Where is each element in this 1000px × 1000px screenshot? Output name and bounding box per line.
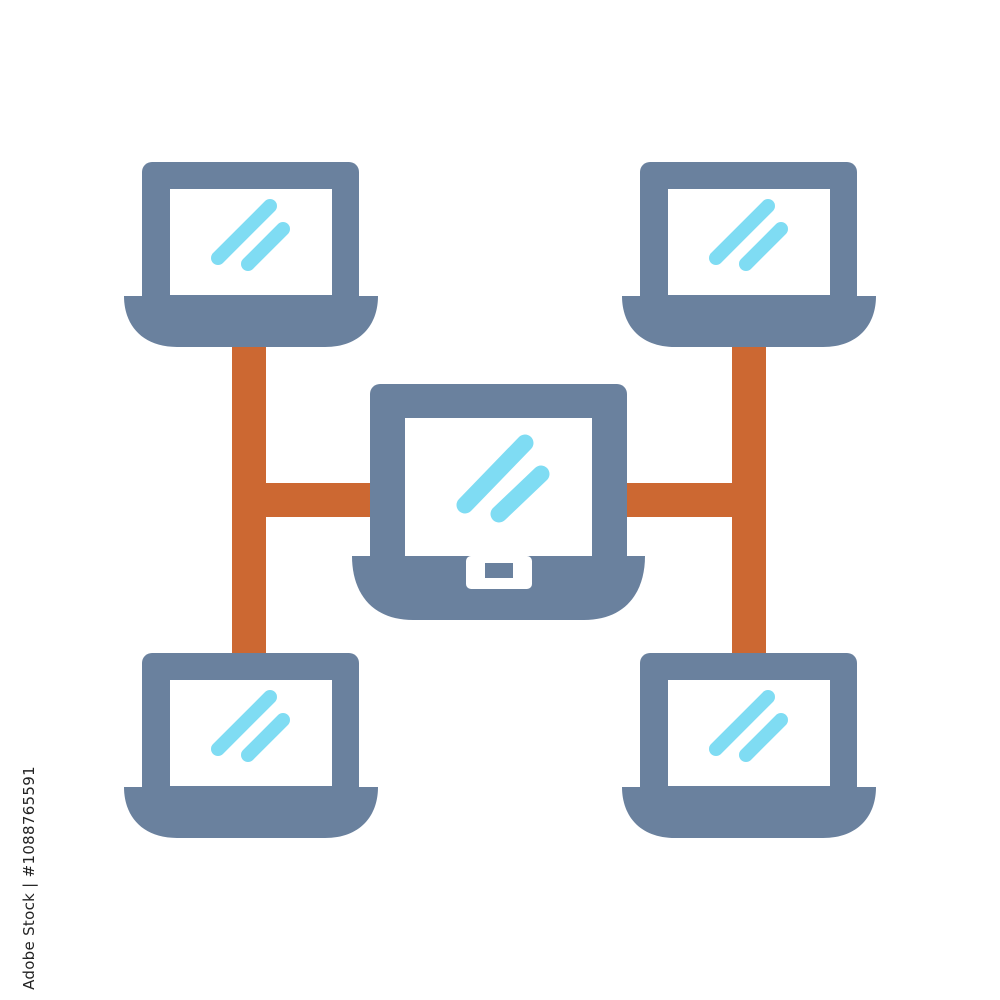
screen-glare-icon	[211, 690, 290, 762]
laptop-top-right-icon	[622, 162, 876, 347]
screen-glare-icon	[456, 434, 550, 523]
connector-right-horizontal	[620, 483, 750, 517]
laptop-bottom-left-icon	[124, 653, 378, 838]
screen-glare-icon	[709, 690, 788, 762]
connector-lines	[232, 338, 766, 658]
connector-left-horizontal	[249, 483, 379, 517]
laptop-center-icon	[352, 384, 645, 620]
laptop-bottom-right-icon	[622, 653, 876, 838]
laptop-top-left-icon	[124, 162, 378, 347]
screen-glare-icon	[211, 199, 290, 271]
screen-glare-icon	[709, 199, 788, 271]
stock-id-watermark: Adobe Stock | #1088765591	[20, 766, 38, 990]
